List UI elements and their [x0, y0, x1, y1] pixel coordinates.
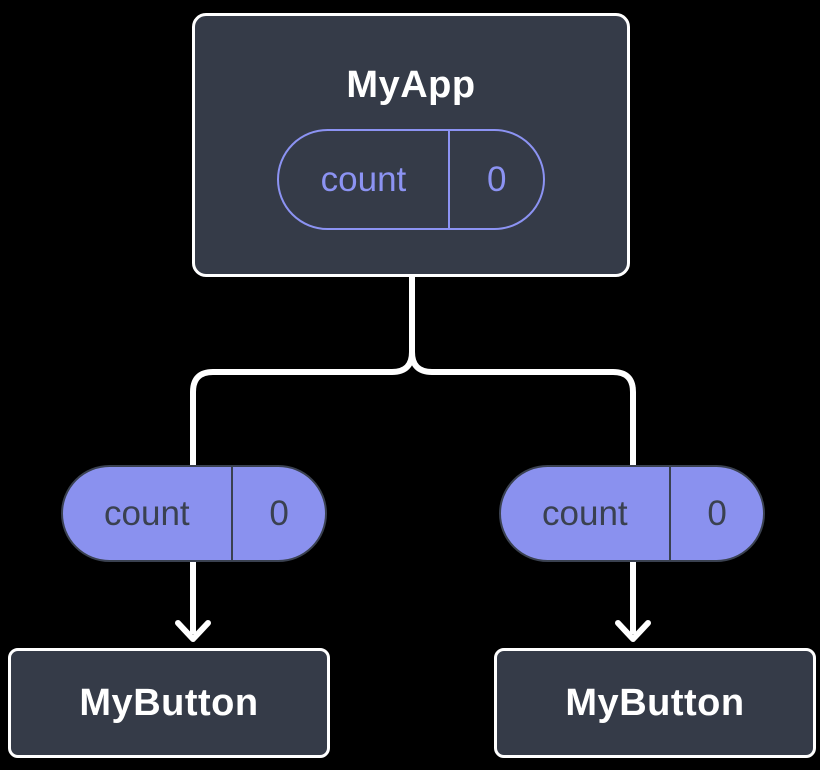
node-mybutton-left: MyButton	[8, 648, 330, 758]
badge-divider	[668, 467, 672, 560]
badge-divider	[447, 131, 451, 228]
state-badge: count 0	[277, 129, 545, 230]
badge-value: 0	[486, 159, 507, 199]
badge-label: count	[542, 493, 628, 533]
node-title: MyButton	[79, 681, 259, 724]
node-myapp: MyApp count 0	[192, 13, 630, 277]
node-title: MyButton	[565, 681, 745, 724]
badge-label: count	[104, 493, 190, 533]
arrowhead-down-right-icon	[615, 620, 651, 642]
badge-value: 0	[269, 493, 289, 533]
connector-branch-left	[190, 277, 415, 465]
arrowhead-down-left-icon	[175, 620, 211, 642]
prop-badge-right: count 0	[499, 465, 765, 562]
prop-badge-left: count 0	[61, 465, 327, 562]
node-mybutton-right: MyButton	[494, 648, 816, 758]
badge-label: count	[320, 159, 407, 199]
node-title: MyApp	[346, 64, 476, 106]
badge-value: 0	[707, 493, 727, 533]
badge-divider	[230, 467, 234, 560]
connector-branch-right	[409, 277, 636, 465]
